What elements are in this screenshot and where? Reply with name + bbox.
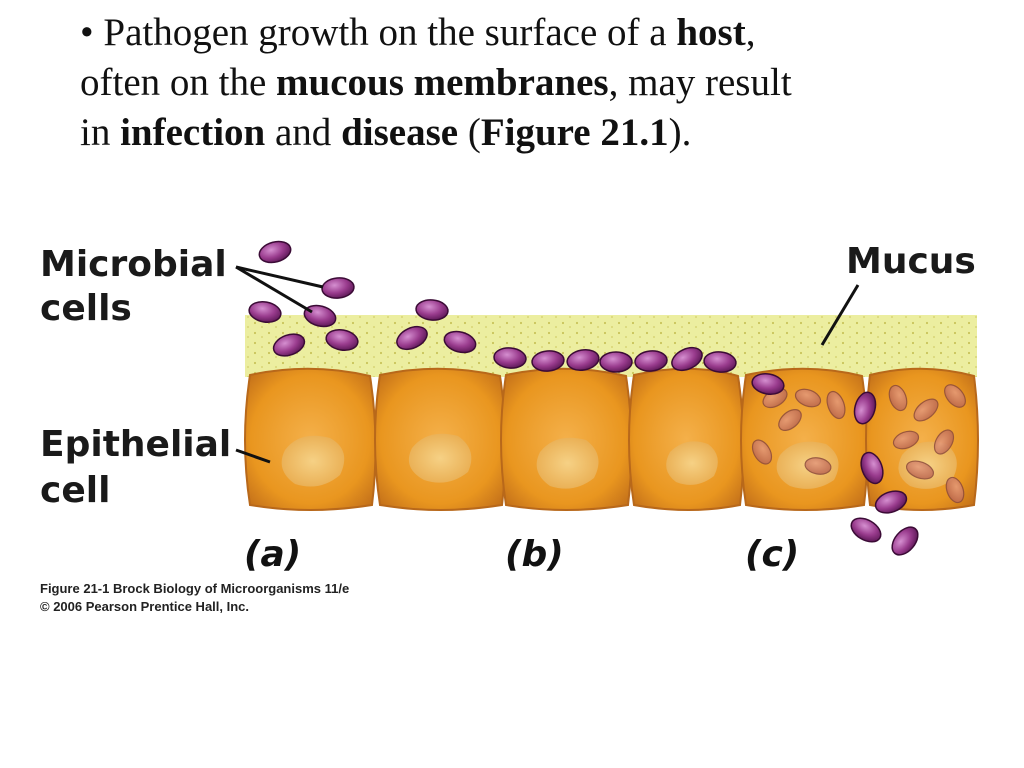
epithelial-cell [244,367,377,511]
text-run: ( [458,111,481,154]
label-microbial-cells-line2: cells [40,288,132,329]
epithelial-cell-row [244,367,979,511]
figure-credit-line1: Figure 21-1 Brock Biology of Microorgani… [40,581,349,596]
label-epithelial-cell-line2: cell [40,470,110,511]
bullet-marker: • [80,11,94,54]
bullet-line-3: in infection and disease (Figure 21.1). [80,108,980,158]
text-run: ). [668,111,692,154]
term-infection: infection [120,111,266,154]
text-run: and [265,111,342,154]
leader-lines [235,265,860,464]
label-mucus: Mucus [846,241,976,282]
term-disease: disease [341,111,459,154]
bullet-line-1: • Pathogen growth on the surface of a ho… [80,8,980,58]
bullet-line-2: often on the mucous membranes, may resul… [80,58,980,108]
panel-label-a: (a) [244,534,301,575]
text-run: in [80,111,121,154]
text-run: often on the [80,61,277,104]
epithelial-cell [374,367,507,511]
microbial-cells [248,240,919,556]
figure-credit-line2: © 2006 Pearson Prentice Hall, Inc. [40,599,249,614]
epithelial-cell [628,367,745,511]
figure-reference: Figure 21.1 [480,111,669,154]
panel-label-b: (b) [505,534,564,575]
text-run: Pathogen growth on the surface of a [93,11,677,54]
epithelial-cell [500,367,633,511]
text-run: , may result [608,61,792,104]
label-epithelial-cell-line1: Epithelial [40,424,231,465]
term-host: host [676,11,746,54]
label-microbial-cells-line1: Microbial [40,244,227,285]
panel-label-c: (c) [745,534,799,575]
text-run: , [745,11,756,54]
bullet-point-text: • Pathogen growth on the surface of a ho… [80,8,980,158]
term-mucous-membranes: mucous membranes [276,61,609,104]
